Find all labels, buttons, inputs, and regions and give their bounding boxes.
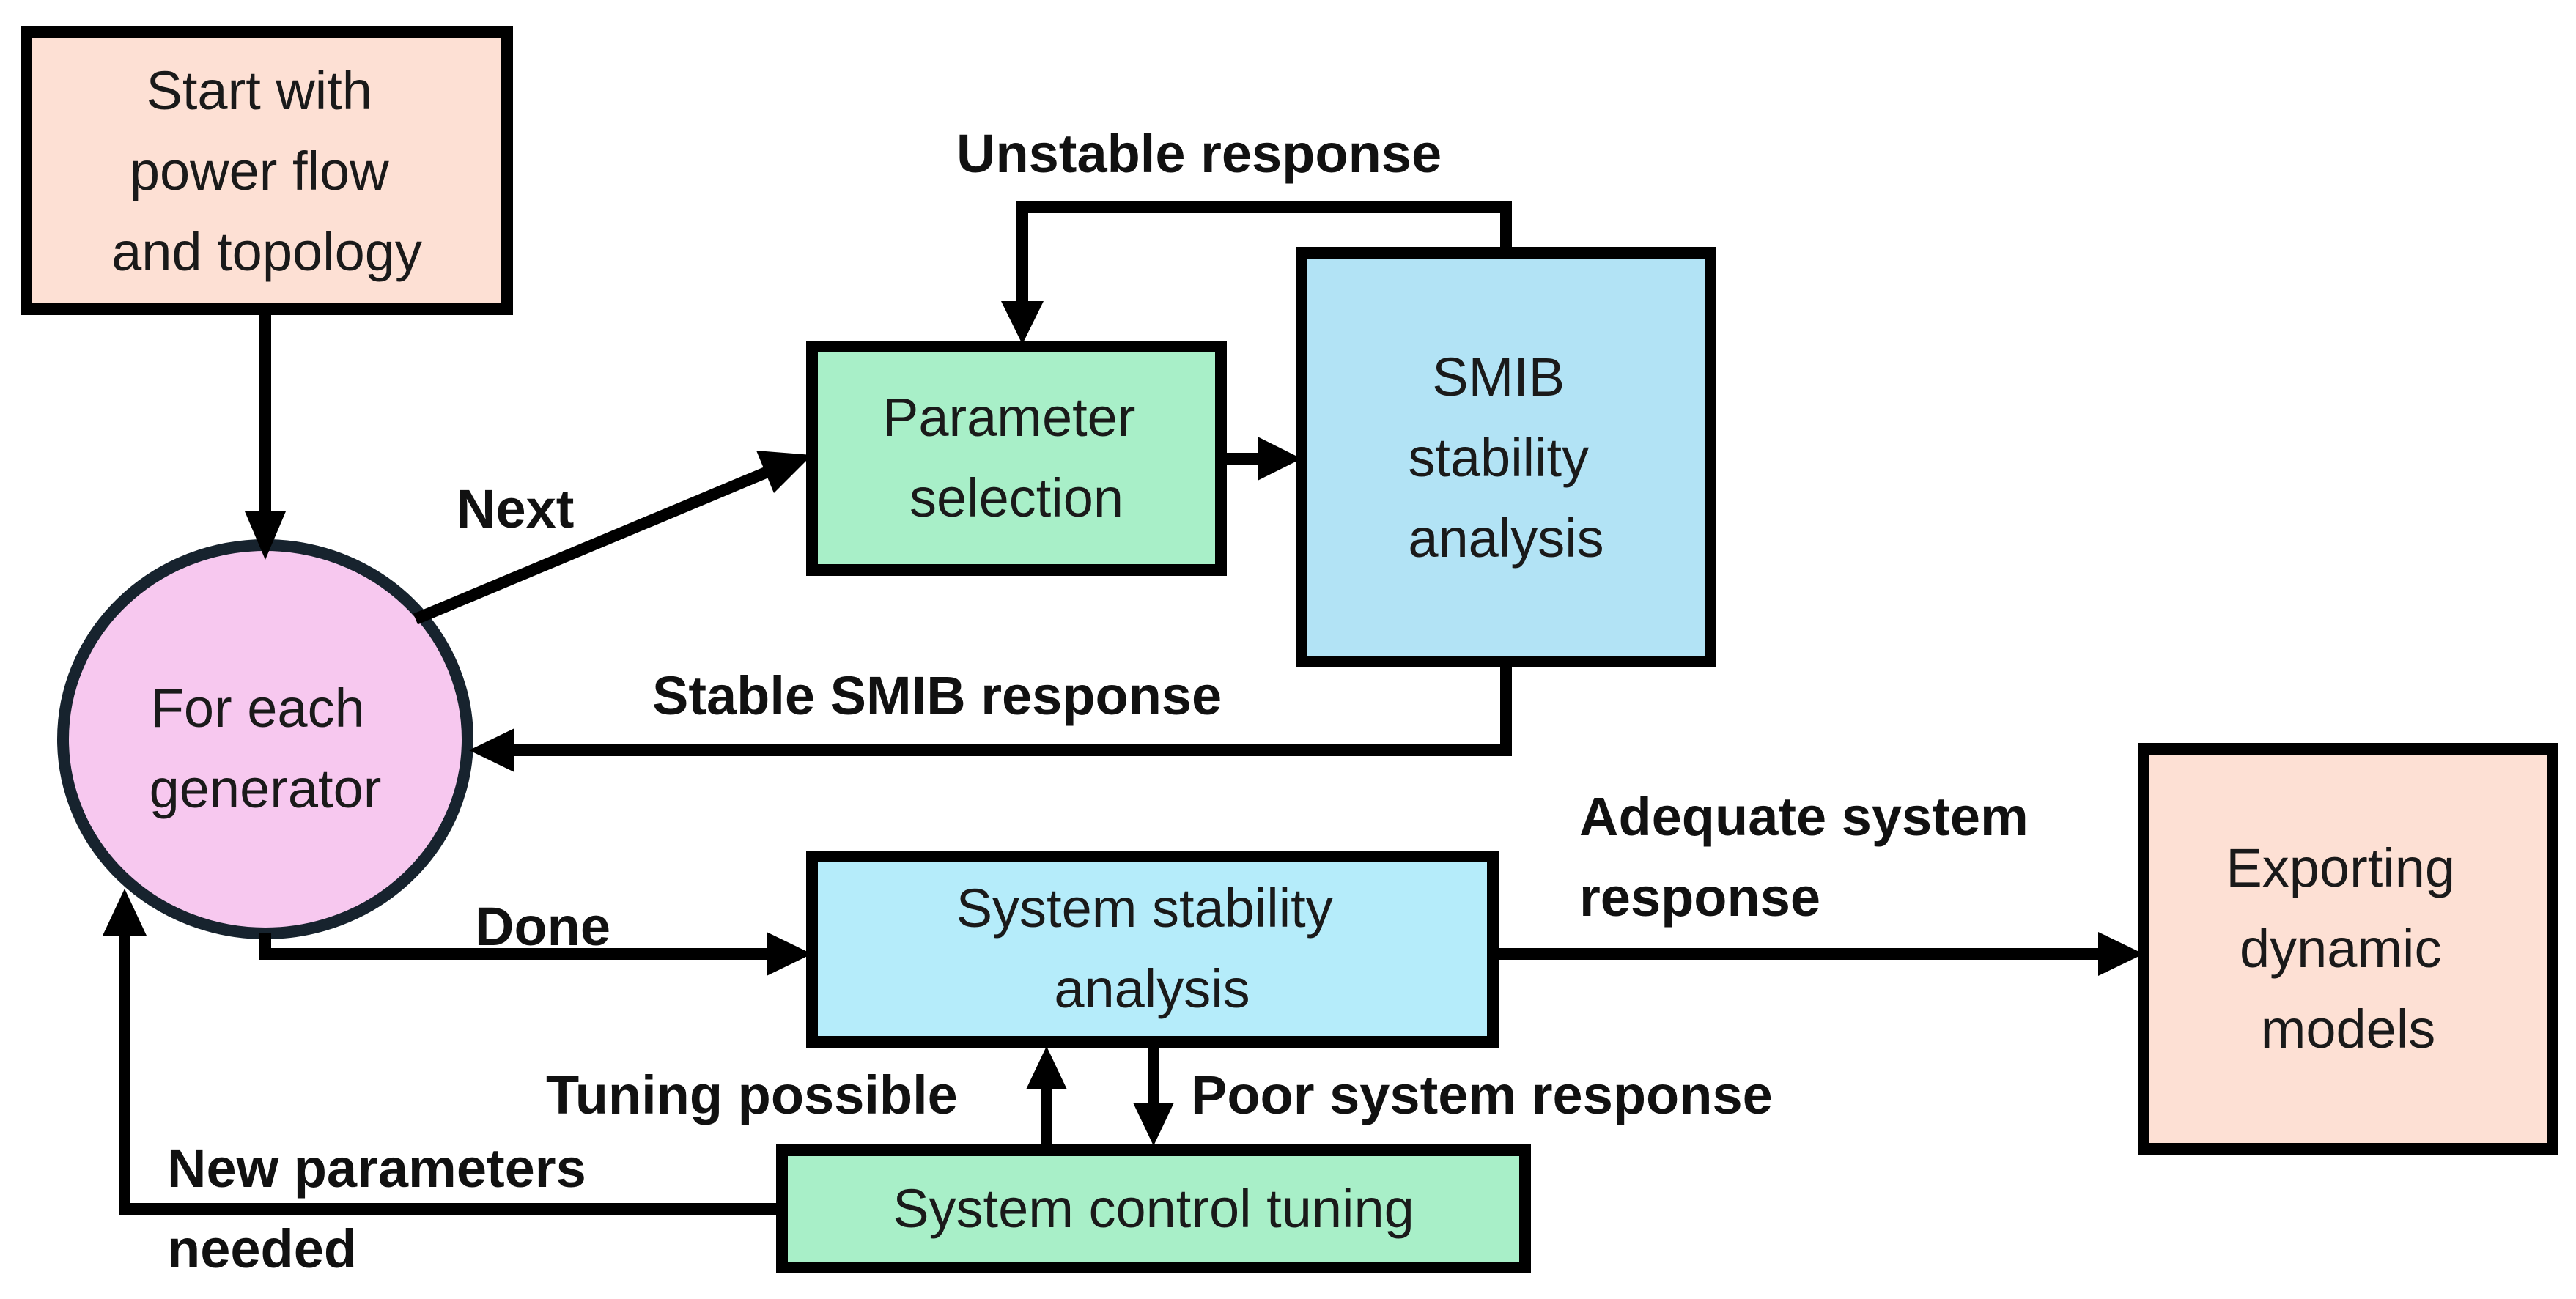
smib-label: SMIB stability analysis	[1408, 347, 1603, 569]
system-label: System stability analysis	[956, 878, 1348, 1019]
export-label: Exporting dynamic models	[2226, 837, 2470, 1059]
system-node: System stability analysis	[806, 851, 1499, 1048]
export-box	[2138, 743, 2558, 1155]
start-box	[21, 26, 513, 315]
param-box	[806, 341, 1227, 576]
export-node: Exporting dynamic models	[2138, 743, 2558, 1155]
edge-param-to-smib	[1221, 437, 1302, 481]
tuning-possible-label: Tuning possible	[546, 1065, 958, 1125]
next-label: Next	[457, 478, 574, 539]
adequate-response-label: Adequate system response	[1579, 786, 2043, 928]
edge-adequate	[1493, 932, 2144, 976]
edge-next	[413, 451, 812, 625]
generator-label: For each generator	[150, 678, 382, 819]
unstable-response-label: Unstable response	[956, 123, 1442, 184]
edge-new-params	[103, 889, 782, 1215]
smib-node: SMIB stability analysis	[1296, 247, 1716, 667]
edge-poor	[1133, 1042, 1174, 1146]
new-params-label: New parameters needed	[167, 1138, 601, 1279]
stable-smib-label: Stable SMIB response	[652, 665, 1222, 726]
poor-response-label: Poor system response	[1191, 1065, 1773, 1125]
generator-circle	[57, 539, 473, 939]
edge-done	[259, 932, 812, 976]
start-node: Start with power flow and topology	[21, 26, 513, 315]
tuning-node: System control tuning	[776, 1144, 1531, 1273]
edge-tuning-possible	[1026, 1046, 1067, 1150]
param-label: Parameter selection	[882, 387, 1151, 528]
edge-start-to-generator	[245, 309, 286, 560]
generator-node: For each generator	[57, 539, 473, 939]
edge-stable-smib	[469, 662, 1512, 772]
tuning-box	[776, 1144, 1531, 1273]
start-label: Start with power flow and topology	[111, 60, 422, 282]
edge-unstable	[1001, 201, 1512, 344]
done-label: Done	[475, 896, 610, 957]
tuning-label: System control tuning	[893, 1178, 1414, 1239]
param-node: Parameter selection	[806, 341, 1227, 576]
